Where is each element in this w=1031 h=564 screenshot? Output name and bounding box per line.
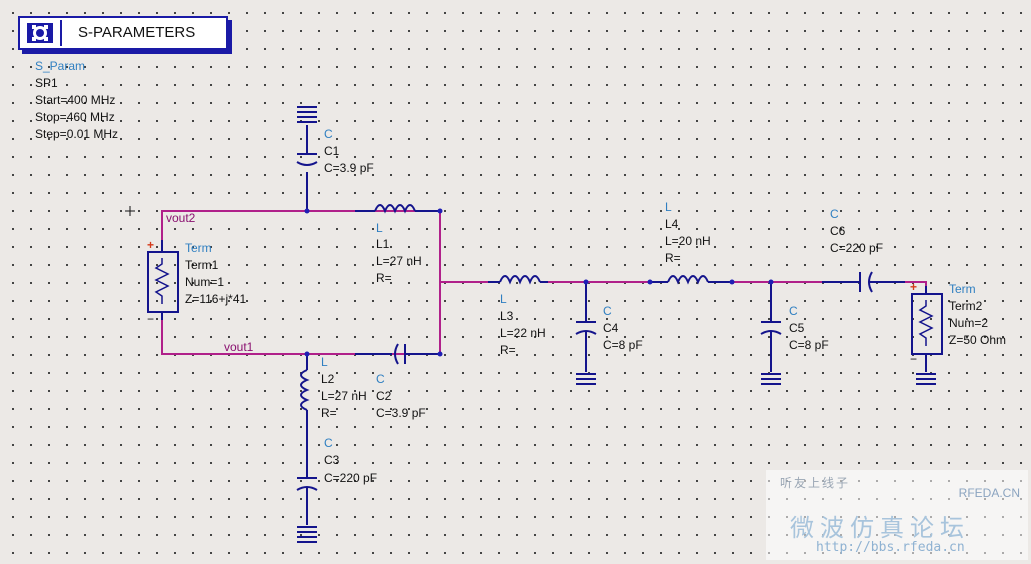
c2-type: C — [376, 372, 385, 386]
sparam-start: Start=400 MHz — [35, 93, 115, 107]
term1-name: Term1 — [185, 258, 219, 272]
l2-r: R= — [321, 406, 337, 420]
c2-value: C=3.9 pF — [376, 406, 426, 420]
c4-value: C=8 pF — [603, 338, 643, 352]
term2-z: Z=50 Ohm — [949, 333, 1006, 347]
term1-plus: + — [147, 238, 154, 252]
c6-name: C6 — [830, 224, 846, 238]
sparam-step: Step=0.01 MHz — [35, 127, 118, 141]
l1-r: R= — [376, 271, 392, 285]
l3-type: L — [500, 292, 507, 306]
watermark-site: RFEDA.CN — [958, 486, 1020, 500]
c3-name: C3 — [324, 453, 340, 467]
s-parameters-controller[interactable]: S-PARAMETERS — [18, 16, 228, 50]
c1-name: C1 — [324, 144, 340, 158]
l1-name: L1 — [376, 237, 390, 251]
inductor-l4[interactable]: L L4 L=20 nH R= — [647, 200, 735, 285]
port-term2[interactable]: + − Term Term2 Num=2 Z=50 Ohm — [910, 280, 1006, 385]
term2-num: Num=2 — [949, 316, 988, 330]
c4-name: C4 — [603, 321, 619, 335]
l1-type: L — [376, 221, 383, 235]
net-label-vout1: vout1 — [224, 340, 254, 354]
l3-value: L=22 nH — [500, 326, 546, 340]
l2-value: L=27 nH — [321, 389, 367, 403]
l2-type: L — [321, 355, 328, 369]
c5-name: C5 — [789, 321, 805, 335]
capacitor-c6[interactable]: C C6 C=220 pF — [822, 207, 905, 293]
l4-name: L4 — [665, 217, 679, 231]
port-term1[interactable]: + − Term Term1 Num=1 Z=116+j*41 — [147, 238, 246, 326]
l1-value: L=27 nH — [376, 254, 422, 268]
capacitor-c1[interactable]: C C1 C=3.9 pF — [296, 106, 374, 214]
net-label-vout2: vout2 — [166, 211, 196, 225]
c2-name: C2 — [376, 389, 392, 403]
term1-num: Num=1 — [185, 275, 224, 289]
capacitor-c3[interactable]: C C3 C=220 pF — [296, 435, 377, 543]
c6-value: C=220 pF — [830, 241, 883, 255]
sparam-type: S_Param — [35, 59, 85, 73]
c3-value: C=220 pF — [324, 471, 377, 485]
capacitor-c5[interactable]: C C5 C=8 pF — [760, 279, 829, 385]
l2-name: L2 — [321, 372, 335, 386]
c5-type: C — [789, 304, 798, 318]
c3-type: C — [324, 436, 333, 450]
c1-type: C — [324, 127, 333, 141]
sparam-name: SP1 — [35, 76, 58, 90]
term2-minus: − — [910, 352, 917, 366]
capacitor-c4[interactable]: C C4 C=8 pF — [575, 279, 643, 385]
l4-value: L=20 nH — [665, 234, 711, 248]
sparam-icon — [22, 20, 62, 46]
inductor-l2[interactable]: L L2 L=27 nH R= — [300, 351, 367, 436]
watermark-url: http://bbs.rfeda.cn — [816, 540, 965, 555]
watermark-chinese: 微波仿真论坛 — [790, 514, 970, 542]
c1-value: C=3.9 pF — [324, 161, 374, 175]
term1-z: Z=116+j*41 — [185, 292, 246, 306]
watermark-top: 听友上线子 — [780, 476, 851, 490]
l3-name: L3 — [500, 309, 514, 323]
c6-type: C — [830, 207, 839, 221]
c5-value: C=8 pF — [789, 338, 829, 352]
crosshair-icon — [125, 206, 135, 216]
inductor-l1[interactable]: L L1 L=27 nH R= — [355, 204, 443, 285]
term2-type: Term — [949, 282, 976, 296]
inductor-l3[interactable]: L L3 L=22 nH R= — [488, 275, 548, 357]
l4-type: L — [665, 200, 672, 214]
sparam-stop: Stop=460 MHz — [35, 110, 115, 124]
l3-r: R= — [500, 343, 516, 357]
watermark: 听友上线子 RFEDA.CN 微波仿真论坛 http://bbs.rfeda.c… — [766, 470, 1028, 560]
c4-type: C — [603, 304, 612, 318]
term2-plus: + — [910, 280, 917, 294]
term2-name: Term2 — [949, 299, 983, 313]
term1-type: Term — [185, 241, 212, 255]
term1-minus: − — [147, 312, 154, 326]
l4-r: R= — [665, 251, 681, 265]
sparam-title: S-PARAMETERS — [78, 24, 196, 41]
capacitor-c2[interactable]: C C2 C=3.9 pF — [355, 343, 443, 420]
